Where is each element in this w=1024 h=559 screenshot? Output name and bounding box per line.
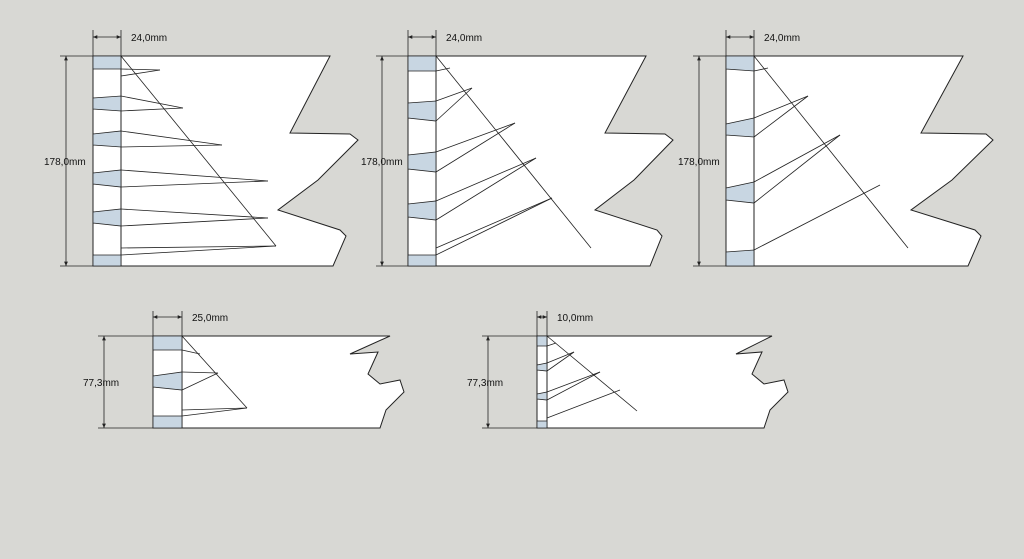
board-outline bbox=[546, 335, 789, 429]
diagonal-guide bbox=[181, 335, 248, 409]
diagonal-guide bbox=[120, 55, 277, 247]
wedge bbox=[92, 208, 122, 227]
slot-lines bbox=[753, 67, 881, 251]
slot-lines bbox=[546, 342, 621, 419]
height-label: 178,0mm bbox=[44, 157, 86, 168]
wedge bbox=[407, 200, 437, 221]
height-label: 178,0mm bbox=[678, 157, 720, 168]
wedge-cap-bottom bbox=[152, 415, 183, 429]
wedge-cap-bottom bbox=[92, 254, 122, 267]
height-label: 178,0mm bbox=[361, 157, 403, 168]
wedge-cap-top bbox=[407, 55, 437, 72]
diagonal-guide bbox=[753, 55, 909, 249]
drawing-top-left: 24,0mm 178,0mm bbox=[44, 30, 359, 267]
board-outline bbox=[181, 335, 405, 429]
wedge-cap-top bbox=[536, 335, 548, 347]
drawing-bottom-left: 25,0mm 77,3mm bbox=[83, 311, 405, 429]
board-outline bbox=[435, 55, 674, 267]
edge-strip bbox=[536, 335, 548, 429]
width-label: 25,0mm bbox=[192, 313, 228, 324]
drawing-top-right: 24,0mm 178,0mm bbox=[678, 30, 994, 267]
wedge bbox=[407, 151, 437, 173]
width-label: 10,0mm bbox=[557, 313, 593, 324]
slot-lines bbox=[181, 349, 248, 417]
width-label: 24,0mm bbox=[446, 33, 482, 44]
wedge bbox=[92, 130, 122, 148]
slot-lines bbox=[120, 68, 277, 256]
board-outline bbox=[753, 55, 994, 267]
wedge-cap-bottom bbox=[725, 249, 755, 267]
edge-strip bbox=[92, 55, 122, 267]
wedge-cap-bottom bbox=[536, 420, 548, 429]
slot-lines bbox=[435, 67, 553, 256]
drawing-bottom-right: 10,0mm 77,3mm bbox=[467, 311, 789, 429]
wedge bbox=[407, 100, 437, 122]
diagonal-guide bbox=[546, 335, 638, 412]
diagonal-guide bbox=[435, 55, 592, 249]
width-label: 24,0mm bbox=[131, 33, 167, 44]
edge-strip bbox=[725, 55, 755, 267]
width-label: 24,0mm bbox=[764, 33, 800, 44]
wedge-cap-top bbox=[725, 55, 755, 72]
wedge-cap-top bbox=[92, 55, 122, 70]
wedge-cap-top bbox=[152, 335, 183, 351]
height-label: 77,3mm bbox=[467, 378, 503, 389]
board-outline bbox=[120, 55, 359, 267]
drawing-top-middle: 24,0mm 178,0mm bbox=[361, 30, 674, 267]
wedge bbox=[92, 95, 122, 112]
wedge-cap-bottom bbox=[407, 254, 437, 267]
height-label: 77,3mm bbox=[83, 378, 119, 389]
wedge bbox=[92, 169, 122, 188]
